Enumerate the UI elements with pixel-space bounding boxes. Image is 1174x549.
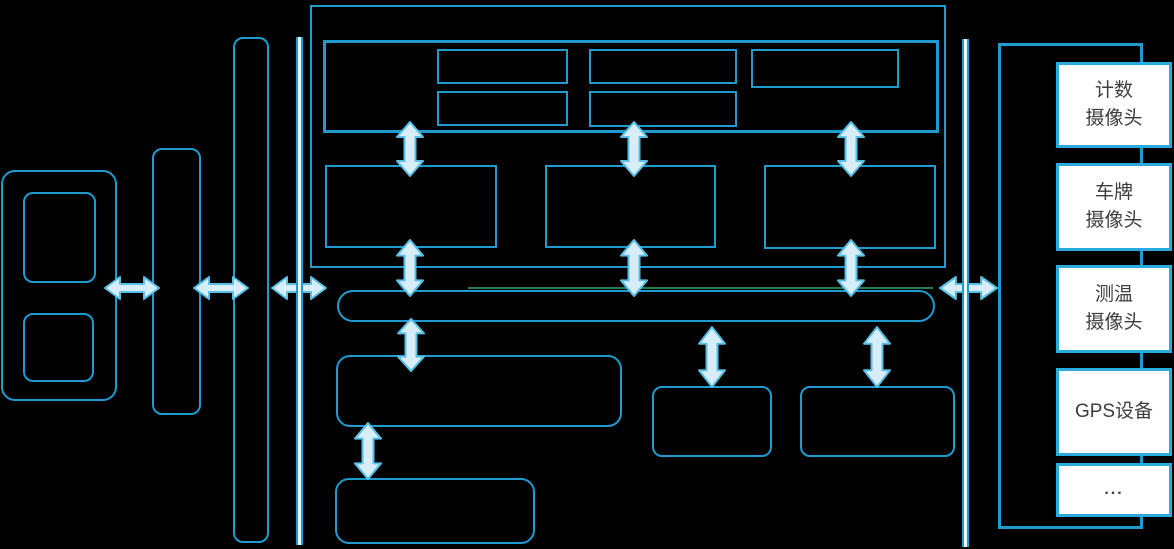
bidirectional-arrow-icon (836, 121, 866, 177)
device-thermal-camera: 测温 摄像头 (1056, 265, 1172, 353)
bottom-module-4 (800, 386, 955, 457)
bidirectional-arrow-icon (395, 239, 425, 297)
inner-slot-b2 (589, 91, 737, 127)
bus-highlight-line (468, 287, 933, 289)
bottom-module-1 (336, 355, 622, 427)
device-counting-camera: 计数 摄像头 (1056, 62, 1172, 148)
device-label: ... (1104, 481, 1124, 499)
mid-module-1 (325, 165, 497, 248)
device-plate-camera: 车牌 摄像头 (1056, 163, 1172, 251)
bidirectional-arrow-icon (396, 318, 426, 372)
device-gps: GPS设备 (1056, 368, 1172, 456)
inner-slot-a1 (437, 49, 568, 84)
bidirectional-arrow-icon (697, 326, 727, 388)
left-sub-box-2 (23, 313, 94, 382)
device-label: 摄像头 (1085, 209, 1143, 231)
bidirectional-arrow-icon (104, 275, 160, 301)
mid-module-2 (545, 165, 716, 248)
inner-slot-b1 (589, 49, 737, 84)
vertical-bar-1 (152, 148, 201, 415)
left-separator-wall (296, 37, 303, 545)
device-label: 车牌 (1094, 181, 1133, 203)
inner-slot-a2 (437, 91, 568, 126)
bidirectional-arrow-icon (862, 326, 892, 388)
left-sub-box-1 (23, 192, 96, 283)
bidirectional-arrow-icon (353, 422, 383, 480)
bidirectional-arrow-icon (619, 121, 649, 177)
bidirectional-arrow-icon (836, 239, 866, 297)
device-label: 测温 (1094, 283, 1133, 305)
inner-slot-c1 (751, 49, 899, 88)
right-separator-wall (962, 39, 969, 547)
device-more: ... (1056, 463, 1172, 517)
device-label: 计数 (1094, 79, 1133, 101)
bidirectional-arrow-icon (193, 275, 249, 301)
bottom-module-2 (335, 478, 535, 544)
device-label: 摄像头 (1085, 311, 1143, 333)
bidirectional-arrow-icon (619, 239, 649, 297)
bidirectional-arrow-icon (395, 121, 425, 177)
mid-module-3 (764, 165, 936, 249)
bottom-module-3 (652, 386, 772, 457)
device-label: GPS设备 (1074, 400, 1154, 422)
device-label: 摄像头 (1085, 107, 1143, 129)
